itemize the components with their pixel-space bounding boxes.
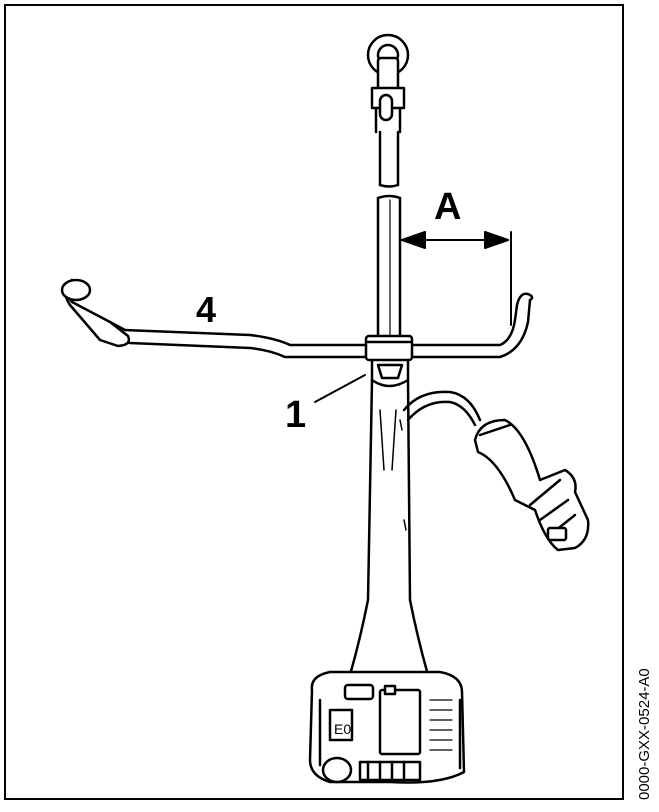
figure-frame	[4, 4, 624, 800]
svg-text:E0: E0	[334, 721, 351, 737]
main-tube	[366, 378, 412, 602]
upper-shaft	[378, 130, 400, 188]
engine-flare	[348, 598, 430, 677]
dimension-label-a: A	[434, 186, 462, 228]
engine: E0	[308, 670, 466, 784]
handlebar	[60, 278, 534, 362]
clamp-label: 1	[285, 394, 307, 436]
drive-shaft	[376, 194, 402, 347]
cutting-head	[366, 33, 410, 134]
figure-code: 0000-GXX-0524-A0	[636, 668, 653, 800]
clamp-screw	[314, 358, 410, 403]
control-handle	[402, 390, 590, 552]
dimension-a-arrow	[399, 231, 512, 326]
handlebar-label: 4	[196, 289, 217, 330]
